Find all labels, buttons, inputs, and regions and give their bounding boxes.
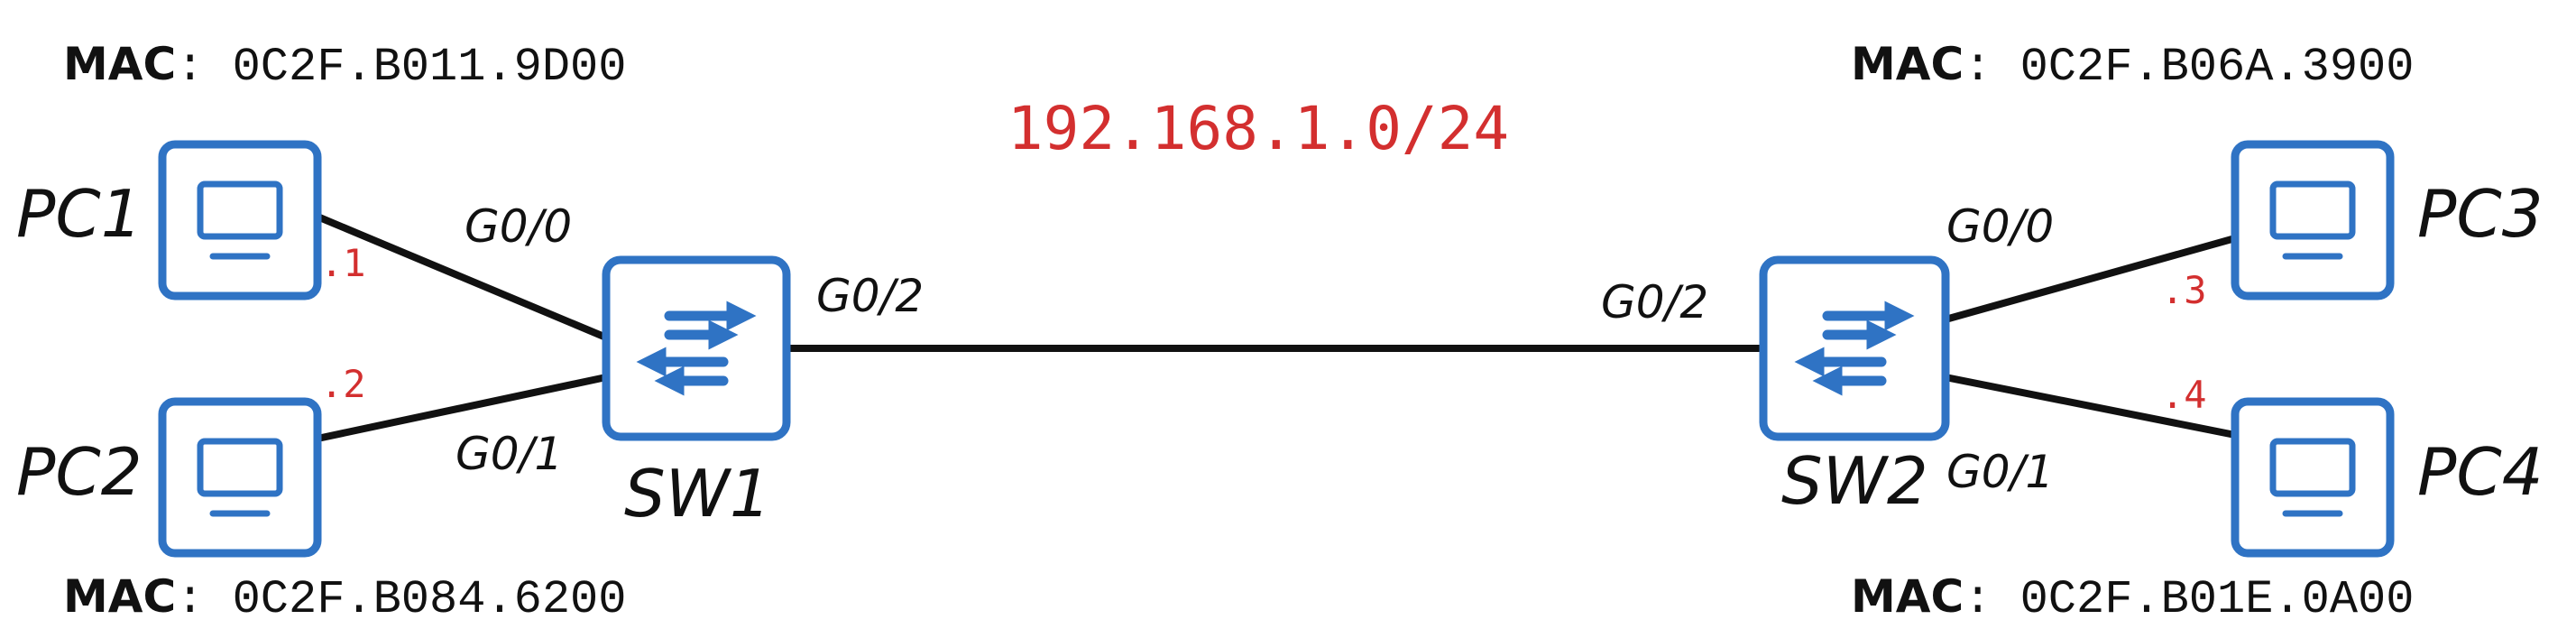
sw1-label: SW1	[624, 456, 771, 532]
pc4-host-id: .4	[2161, 373, 2207, 417]
switch-arrows-icon	[636, 301, 757, 396]
link-sw2-pc3	[1942, 235, 2239, 323]
pc1-label: PC1	[16, 176, 143, 252]
link-pc2-sw1	[314, 374, 610, 442]
pc3-device	[2231, 140, 2395, 301]
sw2-box	[1759, 255, 1950, 441]
pc2-mac-key: MAC	[63, 570, 176, 623]
sw1-port-g0-1: G0/1	[455, 428, 563, 480]
sw2-device	[1759, 255, 1950, 441]
pc4-mac-value: 0C2F.B01E.0A00	[2020, 573, 2415, 626]
pc2-host-id: .2	[320, 362, 366, 406]
pc2-device	[158, 397, 322, 558]
pc3-label: PC3	[2417, 176, 2544, 252]
pc3-mac-value: 0C2F.B06A.3900	[2020, 41, 2415, 94]
subnet-label: 192.168.1.0/24	[1007, 94, 1509, 163]
pc4-device	[2231, 397, 2395, 558]
pc3-mac-key: MAC	[1851, 38, 1964, 90]
pc2-box	[158, 397, 322, 558]
pc1-mac-label: MAC: 0C2F.B011.9D00	[63, 38, 626, 94]
pc1-device	[158, 140, 322, 301]
pc4-box	[2231, 397, 2395, 558]
sw1-port-g0-2: G0/2	[816, 270, 924, 322]
pc3-mac-label: MAC: 0C2F.B06A.3900	[1851, 38, 2414, 94]
sw1-device	[602, 255, 791, 441]
pc1-mac-key: MAC	[63, 38, 176, 90]
monitor-icon	[197, 180, 283, 260]
pc2-mac-value: 0C2F.B084.6200	[233, 573, 627, 626]
sw1-port-g0-0: G0/0	[465, 200, 572, 253]
sw2-port-g0-0: G0/0	[1946, 200, 2054, 253]
pc1-host-id: .1	[320, 241, 366, 285]
pc4-mac-label: MAC: 0C2F.B01E.0A00	[1851, 570, 2414, 626]
pc3-host-id: .3	[2161, 268, 2207, 312]
monitor-icon	[197, 438, 283, 517]
pc2-label: PC2	[16, 434, 143, 510]
monitor-icon	[2269, 180, 2356, 260]
sw2-label: SW2	[1781, 443, 1928, 519]
monitor-icon	[2269, 438, 2356, 517]
sw2-port-g0-1: G0/1	[1946, 446, 2054, 498]
link-pc1-sw1	[314, 213, 610, 341]
sw1-box	[602, 255, 791, 441]
pc1-box	[158, 140, 322, 301]
sw2-port-g0-2: G0/2	[1601, 276, 1708, 328]
pc3-box	[2231, 140, 2395, 301]
pc4-mac-key: MAC	[1851, 570, 1964, 623]
switch-arrows-icon	[1794, 301, 1915, 396]
pc2-mac-label: MAC: 0C2F.B084.6200	[63, 570, 626, 626]
pc1-mac-value: 0C2F.B011.9D00	[233, 41, 627, 94]
pc4-label: PC4	[2417, 434, 2544, 510]
link-sw2-pc4	[1942, 374, 2239, 439]
